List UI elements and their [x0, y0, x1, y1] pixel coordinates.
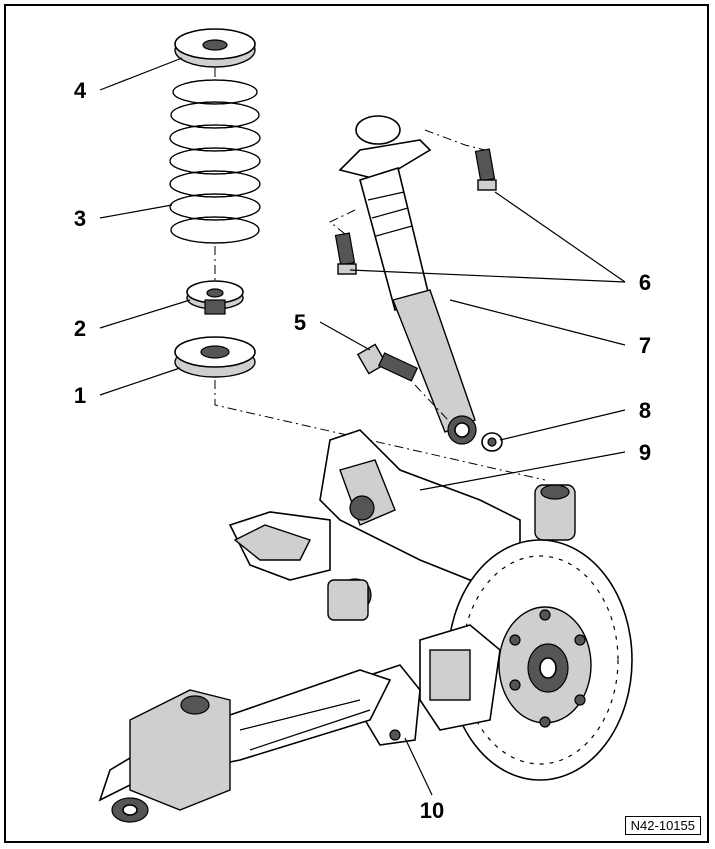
part-9-wheel-bearing-housing	[228, 429, 576, 621]
callout-3: 3	[74, 206, 86, 231]
callout-9: 9	[639, 440, 651, 465]
part-7-shock-absorber	[338, 115, 477, 445]
part-8-washer	[481, 432, 503, 452]
part-2-spring-pad	[186, 280, 244, 315]
bolt-guide-line	[414, 384, 449, 421]
callout-10: 10	[420, 798, 444, 823]
part-6-bolt-left	[334, 232, 357, 275]
figure-reference-number: N42-10155	[624, 816, 701, 835]
rear-axle-beam	[98, 669, 392, 823]
callout-4: 4	[74, 78, 87, 103]
part-4-spring-seat-top	[174, 28, 256, 68]
bolt-guide-line	[329, 209, 356, 235]
spring-mount-guide-line	[214, 380, 546, 481]
callout-8: 8	[639, 398, 651, 423]
brake-disc-assembly	[447, 539, 633, 781]
part-3-coil-spring	[169, 79, 261, 244]
callout-6: 6	[639, 270, 651, 295]
bolt-guide-line	[424, 129, 486, 151]
part-6-bolt-upper-right	[474, 148, 497, 191]
callout-2: 2	[74, 316, 86, 341]
part-1-spring-seat-lower	[174, 336, 256, 378]
callout-5: 5	[294, 310, 306, 335]
callout-1: 1	[74, 383, 86, 408]
brake-caliper	[419, 624, 501, 731]
part-5-lower-bolt	[356, 343, 419, 382]
callout-7: 7	[639, 333, 651, 358]
leader-lines	[99, 57, 626, 796]
